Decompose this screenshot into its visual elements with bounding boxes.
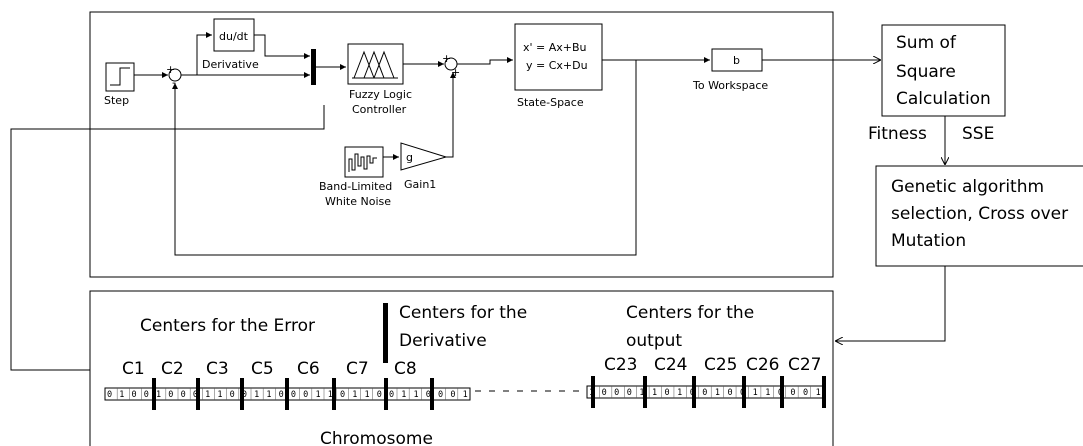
sse-box-line3: Calculation bbox=[896, 89, 991, 109]
sum2-to-state-space bbox=[457, 57, 513, 65]
centers-error-label: Centers for the Error bbox=[140, 316, 315, 336]
genetic-algorithm-box bbox=[875, 165, 1083, 267]
chromosome-panel-frame bbox=[89, 290, 834, 446]
centers-output-line2: output bbox=[626, 331, 682, 351]
state-space-eq1: x' = Ax+Bu bbox=[523, 41, 587, 54]
gain-label: Gain1 bbox=[404, 178, 436, 191]
sum1-sign-plus: + bbox=[166, 63, 175, 76]
sse-box-line2: Square bbox=[896, 62, 956, 82]
gene-label: C24 bbox=[654, 355, 688, 375]
gene-label: C23 bbox=[604, 355, 638, 375]
mux-block bbox=[311, 49, 316, 85]
fuzzy-label-line1: Fuzzy Logic bbox=[349, 88, 412, 101]
gain-block[interactable] bbox=[400, 142, 448, 171]
ga-box-line2: selection, Cross over bbox=[891, 204, 1068, 224]
centers-output-line1: Centers for the bbox=[626, 303, 754, 323]
centers-derivative-line2: Derivative bbox=[399, 331, 487, 351]
gene-label: C7 bbox=[346, 359, 369, 379]
chromosome-to-fuzzy-line bbox=[10, 105, 325, 371]
sum1-sign-minus: - bbox=[172, 76, 176, 89]
gene-label: C6 bbox=[297, 359, 320, 379]
derivative-block-text: du/dt bbox=[219, 30, 249, 43]
gene-dividers-right bbox=[591, 376, 826, 408]
ga-box-line1: Genetic algorithm bbox=[891, 177, 1044, 197]
fuzzy-logic-controller-block[interactable] bbox=[347, 43, 404, 85]
step-block[interactable] bbox=[105, 62, 135, 92]
sse-calculation-box bbox=[881, 24, 1006, 117]
band-limited-white-noise-block[interactable] bbox=[344, 146, 384, 178]
gene-label: C3 bbox=[206, 359, 229, 379]
sum2-sign-plus-bottom: + bbox=[451, 66, 460, 79]
state-space-block[interactable] bbox=[514, 23, 603, 91]
gene-label: C1 bbox=[122, 359, 145, 379]
gene-labels: C1 C2 C3 C5 C6 C7 C8 C23 C24 C25 C26 C27 bbox=[122, 355, 822, 379]
fuzzy-label-line2: Controller bbox=[352, 103, 407, 116]
noise-label-line2: White Noise bbox=[325, 195, 391, 208]
noise-label-line1: Band-Limited bbox=[319, 180, 392, 193]
step-label: Step bbox=[104, 94, 129, 107]
sse-box-line1: Sum of bbox=[896, 33, 957, 53]
sum2-sign-plus: + bbox=[442, 52, 451, 65]
derivative-label: Derivative bbox=[202, 58, 259, 71]
derivative-divider-bar bbox=[383, 303, 388, 363]
state-space-label: State-Space bbox=[517, 96, 584, 109]
centers-derivative-line1: Centers for the bbox=[399, 303, 527, 323]
fitness-label: Fitness bbox=[868, 124, 927, 144]
gene-label: C5 bbox=[251, 359, 274, 379]
to-workspace-label: To Workspace bbox=[692, 79, 768, 92]
gene-label: C25 bbox=[704, 355, 738, 375]
gene-dividers-left bbox=[152, 378, 434, 410]
to-workspace-block-text: b bbox=[733, 54, 740, 67]
gene-label: C27 bbox=[788, 355, 822, 375]
ga-box-line3: Mutation bbox=[891, 231, 966, 251]
gene-label: C2 bbox=[161, 359, 184, 379]
sse-label: SSE bbox=[962, 124, 994, 144]
simulink-model-frame bbox=[89, 11, 834, 278]
gain-to-sum2 bbox=[446, 72, 456, 158]
state-space-eq2: y = Cx+Du bbox=[526, 59, 588, 72]
gene-label: C8 bbox=[394, 359, 417, 379]
bit-string-right: 1 0 0 0 1 1 0 1 0 0 1 0 0 1 1 0 0 0 1 bbox=[589, 388, 821, 398]
feedback-line bbox=[172, 60, 637, 256]
gene-label: C26 bbox=[746, 355, 780, 375]
chromosome-title: Chromosome bbox=[320, 429, 433, 446]
gain-block-text: g bbox=[406, 151, 413, 164]
bit-string-right-cells bbox=[599, 386, 811, 398]
derivative-to-mux bbox=[254, 34, 310, 59]
ga-to-chromosome-arrow bbox=[836, 266, 946, 341]
sum1-to-derivative bbox=[181, 32, 212, 76]
